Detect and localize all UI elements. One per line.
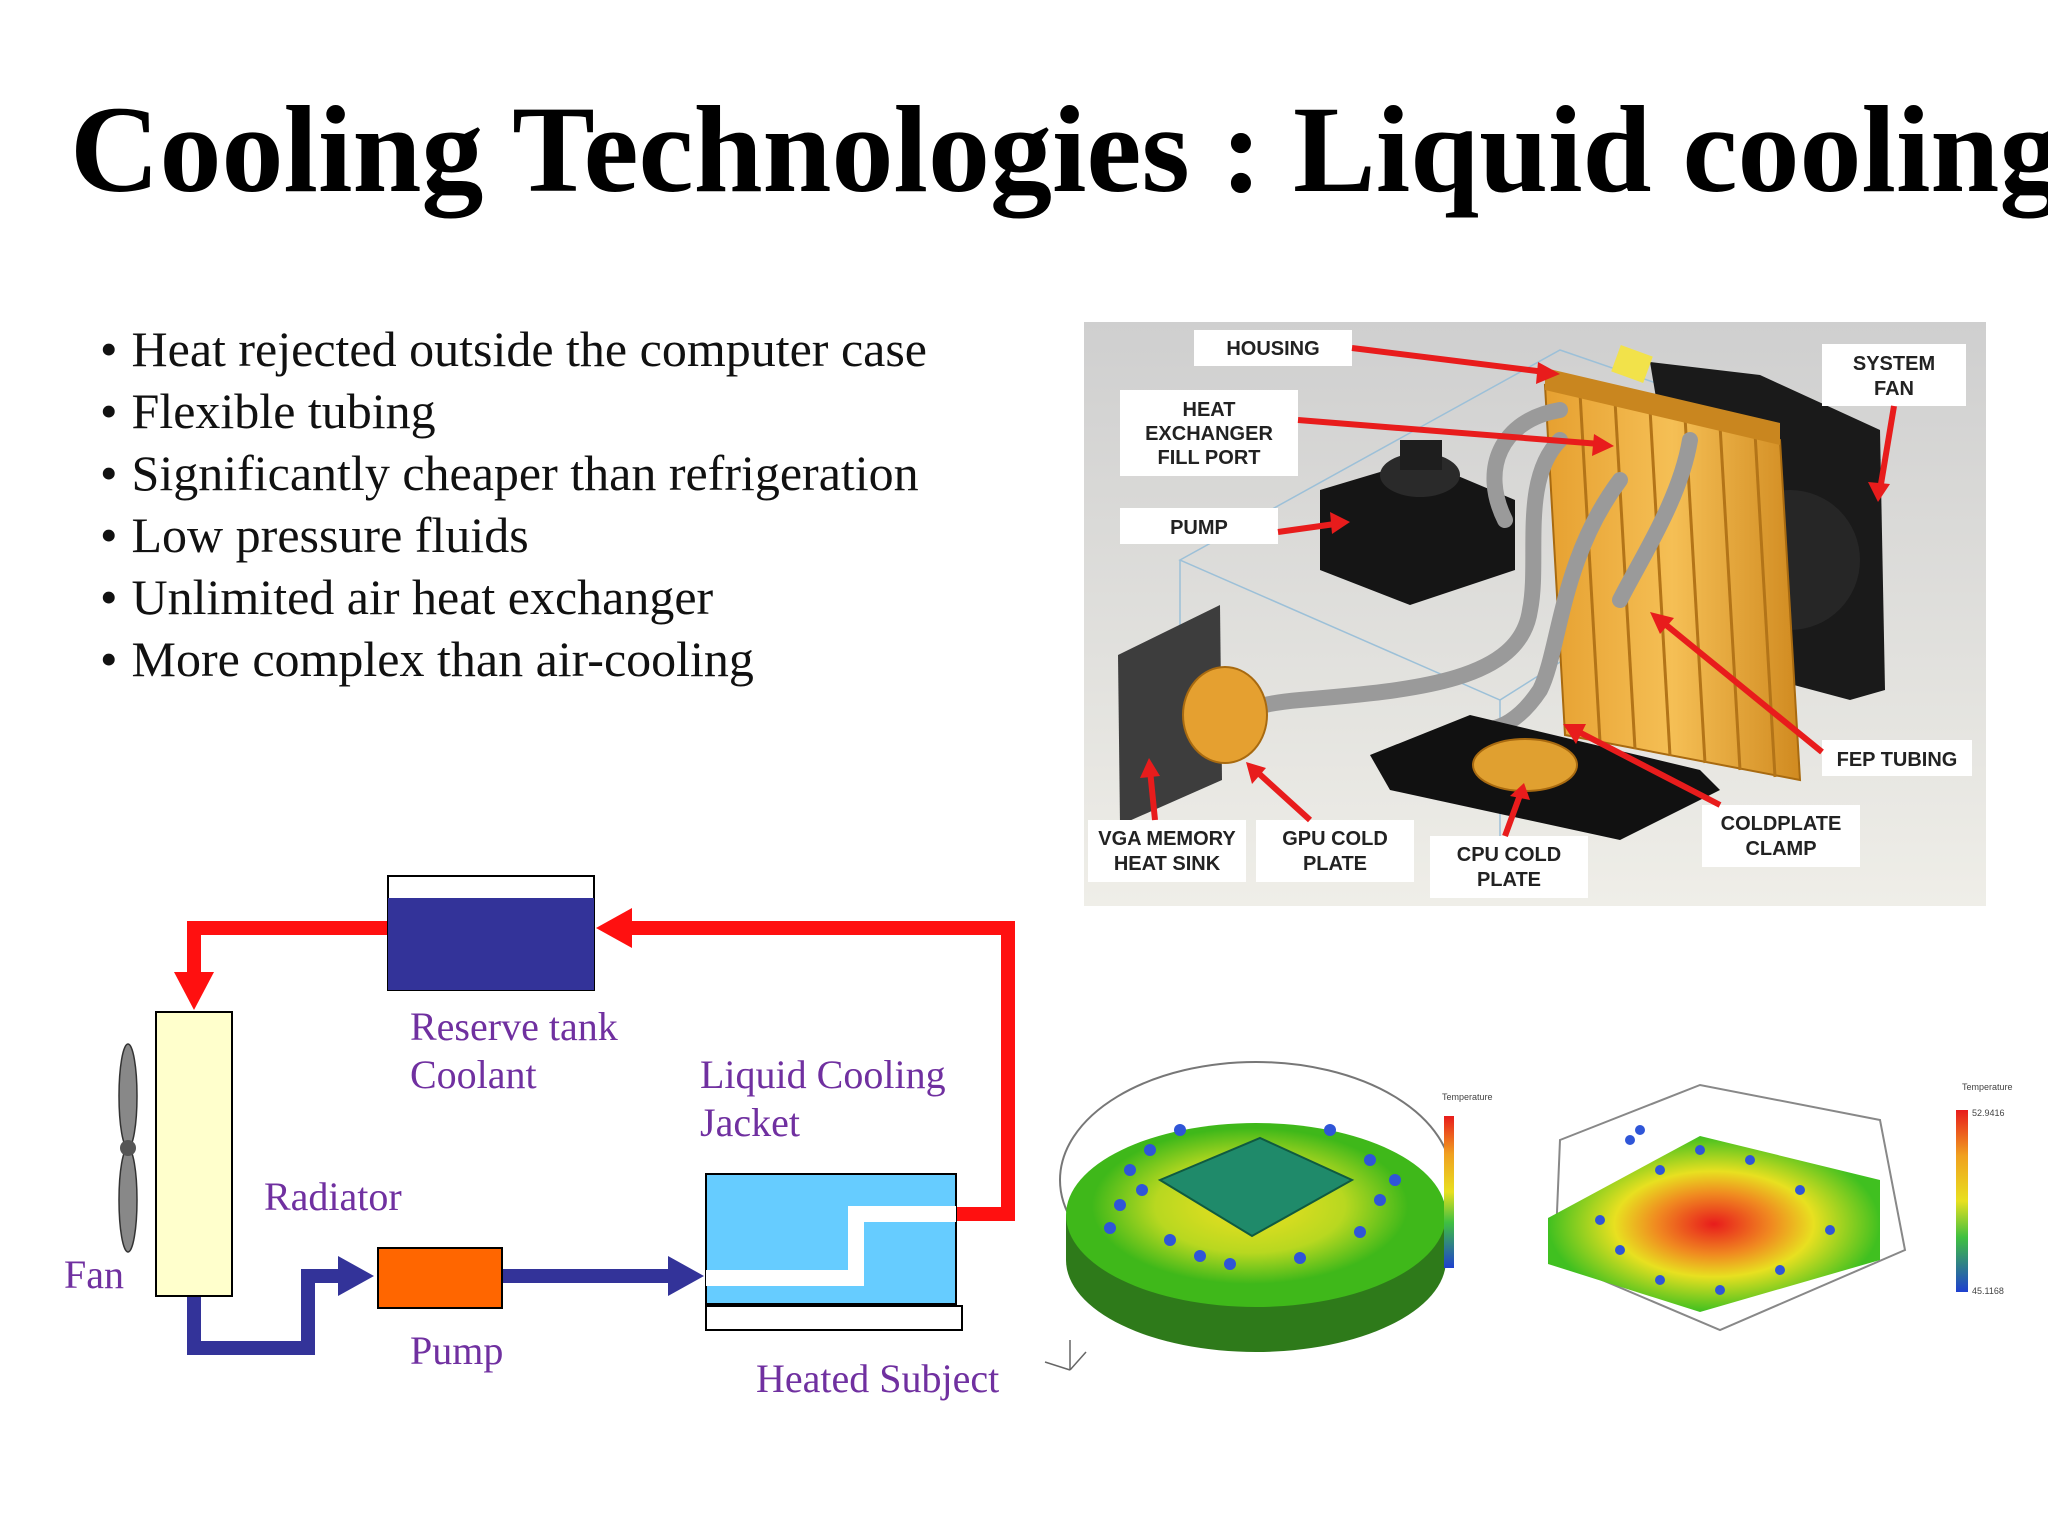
hot-line-arrowhead [174, 972, 214, 1010]
callout-fep-tubing: FEP TUBING [1822, 740, 1972, 776]
bullet-item: Flexible tubing [100, 380, 1040, 442]
svg-text:COLDPLATE: COLDPLATE [1721, 813, 1842, 835]
svg-text:FEP TUBING: FEP TUBING [1837, 749, 1958, 771]
hot-line-arrowhead [596, 908, 632, 948]
cold-line [187, 1269, 342, 1355]
svg-text:EXCHANGER: EXCHANGER [1145, 423, 1273, 445]
legend-max-value: 52.9416 [1972, 1108, 2005, 1118]
label-liquid-cooling: Liquid Cooling [700, 1052, 946, 1097]
bullet-item: More complex than air-cooling [100, 628, 1040, 690]
legend-title-right: Temperature [1962, 1082, 2013, 1092]
svg-text:FAN: FAN [1874, 378, 1914, 400]
svg-text:HEAT: HEAT [1183, 399, 1236, 421]
label-pump: Pump [410, 1328, 503, 1373]
pump-unit [1320, 440, 1515, 605]
legend-bar-right [1956, 1110, 1968, 1292]
legend-bar-left [1444, 1116, 1454, 1268]
heated-subject [705, 1305, 963, 1331]
svg-text:FILL PORT: FILL PORT [1158, 447, 1261, 469]
callout-gpu-cold-plate: GPU COLD PLATE [1256, 820, 1414, 882]
callout-pump: PUMP [1120, 508, 1278, 544]
label-coolant: Coolant [410, 1052, 537, 1097]
callout-arrows [1140, 345, 1897, 838]
simulation-left-model [1059, 1061, 1453, 1352]
axis-triad-icon [1044, 1340, 1087, 1371]
svg-text:PUMP: PUMP [1170, 517, 1228, 539]
legend-title-left: Temperature [1442, 1092, 1493, 1102]
svg-text:HOUSING: HOUSING [1226, 338, 1319, 360]
bullet-item: Heat rejected outside the computer case [100, 318, 1040, 380]
cpu-cold-plate [1472, 738, 1578, 792]
label-fan: Fan [64, 1252, 124, 1297]
radiator [155, 1011, 233, 1297]
bullet-item: Significantly cheaper than refrigeration [100, 442, 1040, 504]
callout-heat-exchanger: HEAT EXCHANGER FILL PORT [1120, 390, 1298, 476]
svg-text:PLATE: PLATE [1477, 869, 1541, 891]
bullet-list: Heat rejected outside the computer case … [100, 318, 1040, 690]
cold-line-arrowhead [668, 1256, 704, 1296]
callout-housing: HOUSING [1194, 330, 1352, 366]
simulation-right-model [1548, 1083, 1907, 1332]
legend-min-value: 45.1168 [1972, 1286, 2004, 1296]
pump-box [377, 1247, 503, 1309]
slide-title: Cooling Technologies : Liquid cooling [70, 81, 2048, 218]
label-jacket: Jacket [700, 1100, 800, 1145]
liquid-cooling-jacket [705, 1173, 963, 1331]
svg-text:VGA MEMORY: VGA MEMORY [1098, 828, 1236, 850]
svg-text:PLATE: PLATE [1303, 853, 1367, 875]
label-reserve-tank: Reserve tank [410, 1004, 618, 1049]
svg-text:GPU COLD: GPU COLD [1282, 828, 1388, 850]
svg-text:SYSTEM: SYSTEM [1853, 353, 1935, 375]
reserve-tank [387, 875, 595, 991]
fan-icon [118, 1043, 138, 1253]
callout-system-fan: SYSTEM FAN [1822, 344, 1966, 406]
bullet-item: Unlimited air heat exchanger [100, 566, 1040, 628]
bullet-item: Low pressure fluids [100, 504, 1040, 566]
gpu-cold-plate [1182, 666, 1268, 764]
cooling-loop-diagram: Reserve tank Coolant Liquid Cooling Jack… [64, 875, 1015, 1401]
callout-coldplate-clamp: COLDPLATE CLAMP [1702, 805, 1860, 867]
hot-line [614, 921, 1015, 1221]
cooler-photo: HOUSING SYSTEM FAN HEAT EXCHANGER FILL P… [1084, 322, 1986, 906]
label-radiator: Radiator [264, 1174, 402, 1219]
hot-line-to-radiator [187, 921, 388, 988]
callout-cpu-cold-plate: CPU COLD PLATE [1430, 836, 1588, 898]
label-heated-subject: Heated Subject [756, 1356, 999, 1401]
cold-line-arrowhead [338, 1256, 374, 1296]
svg-text:HEAT SINK: HEAT SINK [1114, 853, 1221, 875]
svg-text:CPU COLD: CPU COLD [1457, 844, 1561, 866]
callout-vga-memory: VGA MEMORY HEAT SINK [1088, 820, 1246, 882]
thermal-simulation: Temperature Temperature 52.9416 45.1168 [1044, 1061, 2013, 1371]
svg-text:CLAMP: CLAMP [1745, 838, 1816, 860]
